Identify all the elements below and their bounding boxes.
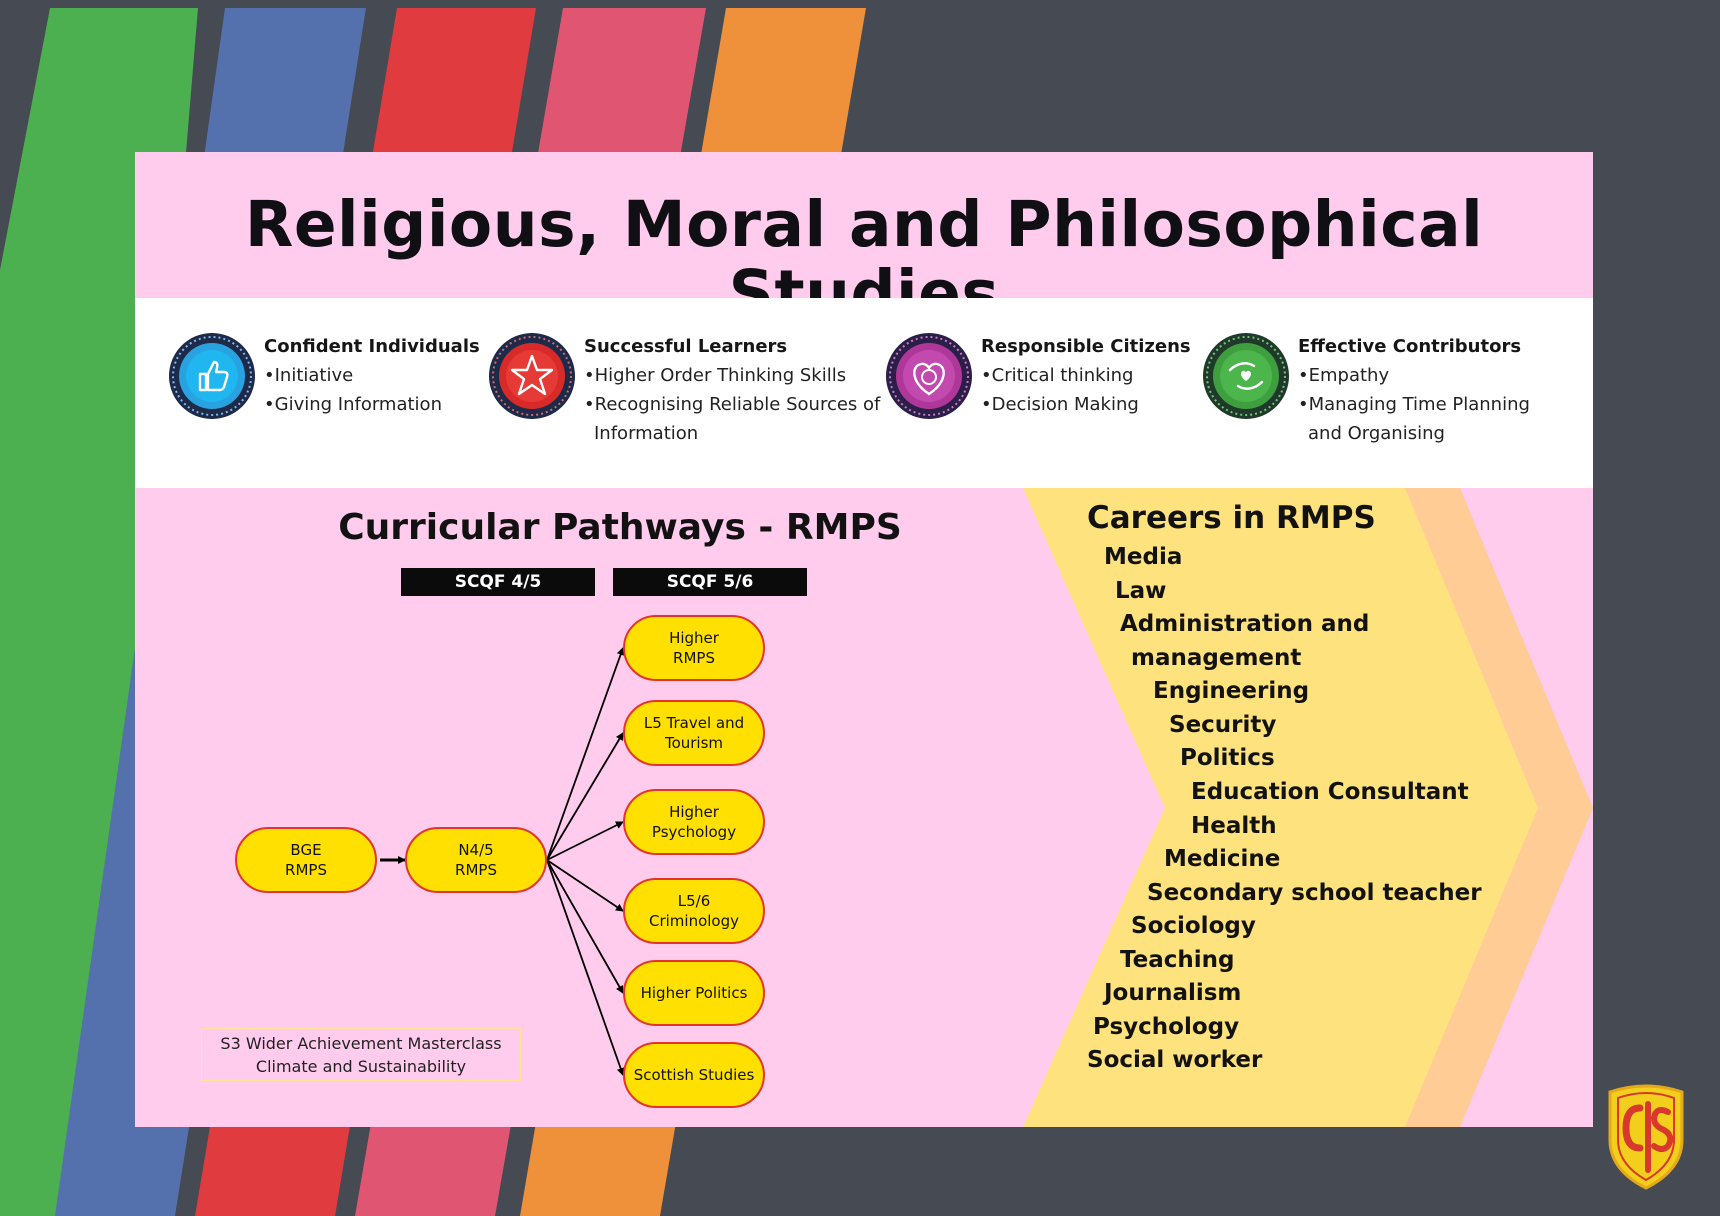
capacity-text: Effective Contributors Empathy Managing … — [1298, 332, 1538, 448]
career-item: Journalism — [1104, 980, 1242, 1006]
pathway-arrow-2 — [546, 732, 624, 861]
page-title: Religious, Moral and Philosophical Studi… — [244, 188, 1484, 331]
node-higher-politics: Higher Politics — [623, 960, 765, 1026]
capacity-points: Higher Order Thinking Skills Recognising… — [584, 361, 884, 448]
career-item: Social worker — [1087, 1047, 1263, 1073]
masterclass-note: S3 Wider Achievement Masterclass Climate… — [201, 1028, 521, 1081]
thumbs-up-icon — [169, 333, 255, 419]
capacity-title: Confident Individuals — [264, 336, 480, 357]
capacity-text: Successful Learners Higher Order Thinkin… — [584, 332, 884, 448]
capacity-point: Critical thinking — [981, 361, 1251, 390]
capacity-point: Recognising Reliable Sources of Informat… — [584, 390, 884, 448]
node-higher-rmps: Higher RMPS — [623, 615, 765, 681]
career-item: Administration and — [1120, 611, 1370, 637]
capacity-point: Giving Information — [264, 390, 534, 419]
node-l56-criminology: L5/6 Criminology — [623, 878, 765, 944]
pathway-arrow-5 — [546, 859, 624, 994]
career-item: Media — [1104, 544, 1183, 570]
level-label-scqf-5-6: SCQF 5/6 — [613, 568, 807, 596]
career-item: Education Consultant — [1191, 779, 1469, 805]
node-scottish-studies: Scottish Studies — [623, 1042, 765, 1108]
school-crest-logo — [1608, 1084, 1684, 1190]
capacity-text: Confident Individuals Initiative Giving … — [264, 332, 534, 419]
capacity-title: Responsible Citizens — [981, 336, 1191, 357]
pathways-section: Curricular Pathways - RMPS SCQF 4/5 SCQF… — [135, 488, 1593, 1127]
career-item: Psychology — [1093, 1014, 1240, 1040]
capacity-point: Initiative — [264, 361, 534, 390]
capacities-band: Confident Individuals Initiative Giving … — [135, 298, 1593, 488]
chevron-back — [1405, 488, 1593, 1127]
capacity-points: Empathy Managing Time Planning and Organ… — [1298, 361, 1538, 448]
level-label-scqf-4-5: SCQF 4/5 — [401, 568, 595, 596]
title-banner: Religious, Moral and Philosophical Studi… — [135, 152, 1593, 328]
careers-chevron — [1023, 488, 1593, 1127]
career-item: Health — [1191, 813, 1277, 839]
node-l5-travel-tourism: L5 Travel and Tourism — [623, 700, 765, 766]
career-item: Medicine — [1164, 846, 1281, 872]
pathways-title: Curricular Pathways - RMPS — [338, 507, 902, 548]
slide-card: Religious, Moral and Philosophical Studi… — [135, 152, 1593, 1127]
career-item: Secondary school teacher — [1147, 880, 1482, 906]
helping-hands-icon — [1203, 333, 1289, 419]
capacity-point: Empathy — [1298, 361, 1538, 390]
career-item: Sociology — [1131, 913, 1256, 939]
career-item: Law — [1115, 578, 1167, 604]
careers-title: Careers in RMPS — [1087, 500, 1376, 536]
capacity-title: Effective Contributors — [1298, 336, 1522, 357]
star-icon — [489, 333, 575, 419]
capacity-text: Responsible Citizens Critical thinking D… — [981, 332, 1251, 419]
note-line: Climate and Sustainability — [255, 1056, 467, 1076]
pathway-arrows — [380, 647, 625, 1076]
career-item: Politics — [1180, 745, 1275, 771]
node-bge-rmps: BGE RMPS — [235, 827, 377, 893]
node-n45-rmps: N4/5 RMPS — [405, 827, 547, 893]
heart-globe-icon — [886, 333, 972, 419]
capacity-title: Successful Learners — [584, 336, 788, 357]
chevron-front — [1023, 488, 1538, 1127]
pathway-arrow-6 — [546, 859, 625, 1076]
capacity-points: Critical thinking Decision Making — [981, 361, 1251, 419]
capacity-points: Initiative Giving Information — [264, 361, 534, 419]
note-line: S3 Wider Achievement Masterclass — [220, 1033, 502, 1053]
pathway-arrow-3 — [546, 821, 624, 861]
capacity-point: Higher Order Thinking Skills — [584, 361, 884, 390]
pathway-arrow-4 — [546, 859, 624, 912]
capacity-point: Decision Making — [981, 390, 1251, 419]
career-item: management — [1131, 645, 1302, 671]
career-item: Security — [1169, 712, 1277, 738]
capacity-point: Managing Time Planning and Organising — [1298, 390, 1538, 448]
career-item: Engineering — [1153, 678, 1310, 704]
career-item: Teaching — [1120, 947, 1235, 973]
node-higher-psychology: Higher Psychology — [623, 789, 765, 855]
pathway-arrow-1 — [546, 647, 625, 861]
